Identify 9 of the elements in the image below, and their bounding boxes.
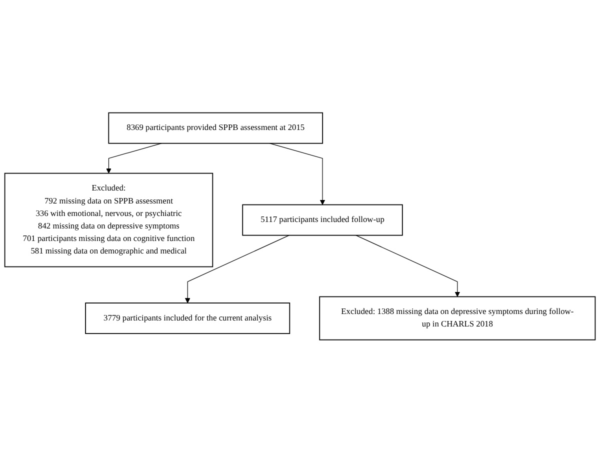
arrow	[184, 234, 290, 303]
node-box: 3779 participants included for the current analysis	[85, 302, 290, 334]
arrow	[106, 142, 162, 174]
node-box: 8369 participants provided SPPB assessment at 2015	[108, 112, 324, 144]
arrow	[356, 234, 460, 297]
arrow	[269, 142, 326, 205]
node-box: Excluded: 1388 missing data on depressive symptoms during follow-up in CHARLS 2018	[319, 296, 596, 340]
node-box: Excluded: 792 missing data on SPPB assessment 336 with emotional, nervous, or psychiatric 842 missing data on depressive symptoms 701 participants missing data on cognitive function 581 missing data on demographic and medical	[4, 172, 214, 267]
node-box: 5117 participants included follow-up	[242, 204, 403, 236]
